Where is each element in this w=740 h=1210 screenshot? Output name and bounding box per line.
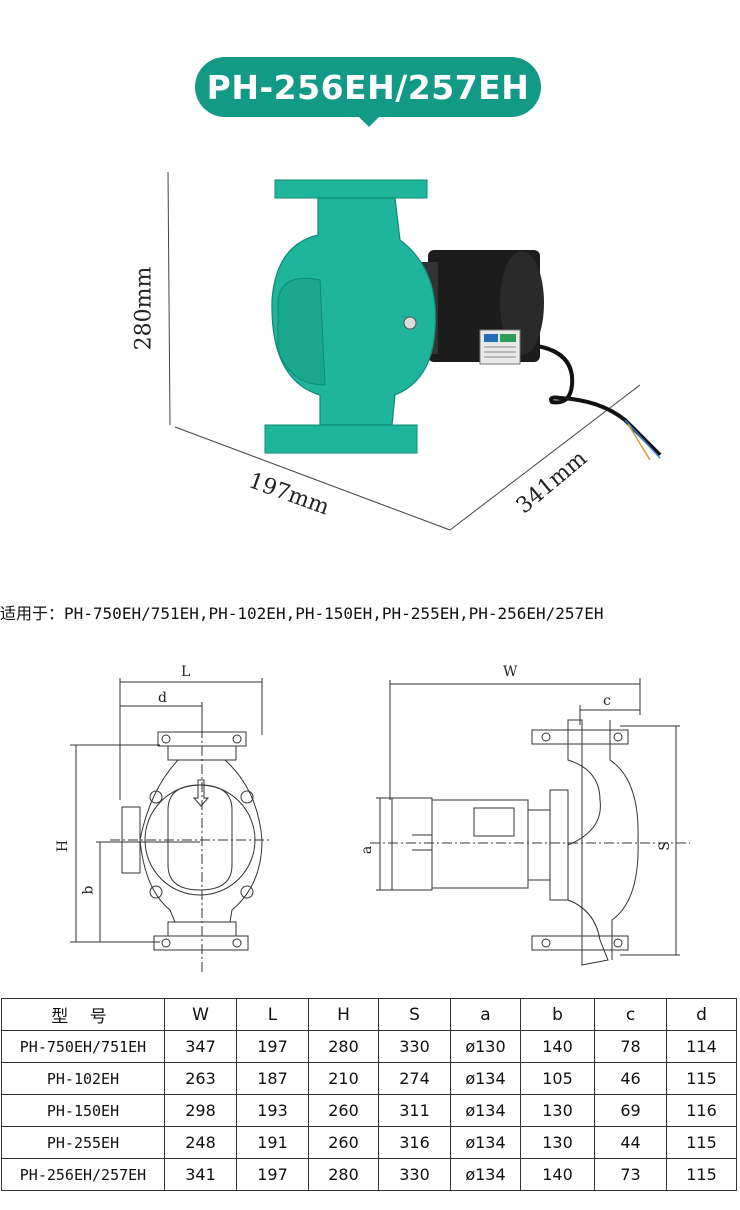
bottom-flange bbox=[264, 424, 418, 454]
cell-b: 130 bbox=[520, 1094, 595, 1127]
cell-W: 298 bbox=[164, 1094, 237, 1127]
cell-W: 341 bbox=[164, 1158, 237, 1191]
cell-model: PH-150EH bbox=[1, 1094, 165, 1127]
top-flange bbox=[274, 179, 428, 199]
cell-d: 115 bbox=[666, 1062, 737, 1095]
cell-b: 140 bbox=[520, 1158, 595, 1191]
cell-model: PH-256EH/257EH bbox=[1, 1158, 165, 1191]
applicable-models: 适用于：PH-750EH/751EH,PH-102EH,PH-150EH,PH-… bbox=[0, 600, 740, 624]
cell-d: 114 bbox=[666, 1030, 737, 1063]
cell-d: 115 bbox=[666, 1158, 737, 1191]
header-S: S bbox=[378, 998, 451, 1031]
width-guide-line bbox=[174, 426, 451, 531]
technical-drawings bbox=[70, 678, 690, 975]
cell-W: 248 bbox=[164, 1126, 237, 1159]
dim-W-label: W bbox=[503, 664, 518, 680]
header-L: L bbox=[236, 998, 309, 1031]
cell-a: ø130 bbox=[450, 1030, 521, 1063]
table-row: PH-256EH/257EH 341 197 280 330 ø134 140 … bbox=[1, 1158, 737, 1191]
cell-a: ø134 bbox=[450, 1094, 521, 1127]
cell-H: 260 bbox=[308, 1094, 379, 1127]
cell-b: 140 bbox=[520, 1030, 595, 1063]
cell-L: 187 bbox=[236, 1062, 309, 1095]
cell-L: 191 bbox=[236, 1126, 309, 1159]
dim-H-label: H bbox=[55, 839, 72, 853]
cell-H: 260 bbox=[308, 1126, 379, 1159]
cell-model: PH-102EH bbox=[1, 1062, 165, 1095]
spec-table-header-row: 型 号 W L H S a b c d bbox=[1, 998, 737, 1031]
motor-end-cap bbox=[500, 251, 544, 355]
header-W: W bbox=[164, 998, 237, 1031]
cell-S: 311 bbox=[378, 1094, 451, 1127]
cell-d: 115 bbox=[666, 1126, 737, 1159]
volute-cover bbox=[277, 277, 326, 386]
table-row: PH-750EH/751EH 347 197 280 330 ø130 140 … bbox=[1, 1030, 737, 1063]
height-dimension-label: 280mm bbox=[131, 266, 157, 351]
cell-a: ø134 bbox=[450, 1062, 521, 1095]
cell-a: ø134 bbox=[450, 1126, 521, 1159]
cell-a: ø134 bbox=[450, 1158, 521, 1191]
body-bolt bbox=[403, 316, 417, 330]
table-row: PH-102EH 263 187 210 274 ø134 105 46 115 bbox=[1, 1062, 737, 1095]
dim-a-label: a bbox=[359, 845, 376, 855]
title-badge-pointer bbox=[357, 115, 381, 127]
cell-c: 73 bbox=[594, 1158, 667, 1191]
header-c: c bbox=[594, 998, 667, 1031]
dim-d-label: d bbox=[158, 690, 167, 706]
cell-H: 280 bbox=[308, 1030, 379, 1063]
cell-L: 197 bbox=[236, 1158, 309, 1191]
cell-b: 130 bbox=[520, 1126, 595, 1159]
side-view-drawing bbox=[370, 678, 690, 966]
header-H: H bbox=[308, 998, 379, 1031]
front-view-drawing bbox=[70, 678, 270, 975]
cell-c: 44 bbox=[594, 1126, 667, 1159]
table-row: PH-255EH 248 191 260 316 ø134 130 44 115 bbox=[1, 1126, 737, 1159]
height-guide-line bbox=[167, 171, 171, 426]
header-model: 型 号 bbox=[1, 998, 165, 1031]
product-title-badge: PH-256EH/257EH bbox=[195, 57, 541, 117]
cell-S: 330 bbox=[378, 1030, 451, 1063]
header-b: b bbox=[520, 998, 595, 1031]
cell-H: 280 bbox=[308, 1158, 379, 1191]
table-row: PH-150EH 298 193 260 311 ø134 130 69 116 bbox=[1, 1094, 737, 1127]
product-title: PH-256EH/257EH bbox=[206, 67, 530, 107]
cell-L: 197 bbox=[236, 1030, 309, 1063]
dim-b-label: b bbox=[80, 885, 97, 895]
cell-S: 316 bbox=[378, 1126, 451, 1159]
header-d: d bbox=[666, 998, 737, 1031]
cell-c: 78 bbox=[594, 1030, 667, 1063]
depth-guide-line bbox=[449, 384, 641, 531]
cell-H: 210 bbox=[308, 1062, 379, 1095]
applicable-models-list: PH-750EH/751EH,PH-102EH,PH-150EH,PH-255E… bbox=[64, 604, 604, 623]
cell-model: PH-750EH/751EH bbox=[1, 1030, 165, 1063]
pump-illustration bbox=[167, 171, 662, 531]
cell-W: 263 bbox=[164, 1062, 237, 1095]
dim-L-label: L bbox=[181, 664, 191, 680]
cell-W: 347 bbox=[164, 1030, 237, 1063]
dim-S-label: S bbox=[656, 841, 673, 851]
applicable-models-label: 适用于： bbox=[0, 604, 65, 623]
cell-S: 274 bbox=[378, 1062, 451, 1095]
cell-S: 330 bbox=[378, 1158, 451, 1191]
cell-c: 46 bbox=[594, 1062, 667, 1095]
cell-L: 193 bbox=[236, 1094, 309, 1127]
spec-table: 型 号 W L H S a b c d PH-750EH/751EH 347 1… bbox=[1, 998, 737, 1191]
header-a: a bbox=[450, 998, 521, 1031]
cell-c: 69 bbox=[594, 1094, 667, 1127]
dim-c-label: c bbox=[603, 693, 611, 709]
cell-d: 116 bbox=[666, 1094, 737, 1127]
cell-model: PH-255EH bbox=[1, 1126, 165, 1159]
power-cable bbox=[529, 343, 662, 457]
cell-b: 105 bbox=[520, 1062, 595, 1095]
